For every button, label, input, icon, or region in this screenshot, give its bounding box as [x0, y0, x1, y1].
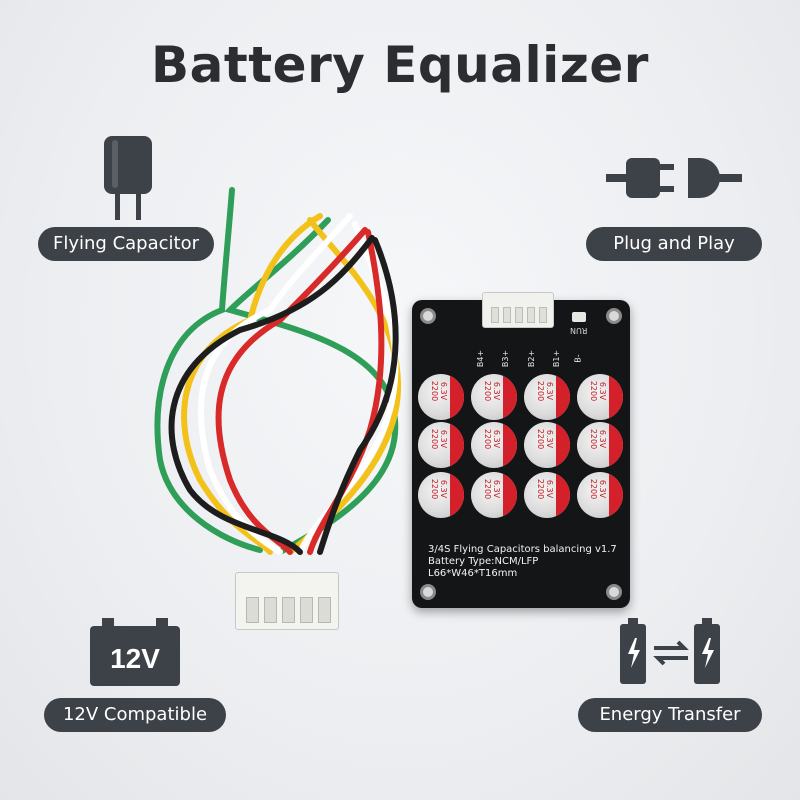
feature-plug-and-play: Plug and Play: [586, 227, 762, 261]
battery-12v-label: 12V: [110, 643, 160, 674]
board-text-line: Battery Type:NCM/LFP: [428, 556, 539, 567]
pin-label: B1+: [552, 349, 562, 368]
capacitor-icon: [104, 136, 152, 220]
mount-hole: [420, 584, 436, 600]
run-label: RUN: [570, 326, 588, 335]
pin-label: B3+: [501, 349, 511, 368]
pin-label: B2+: [526, 349, 536, 368]
mount-hole: [420, 308, 436, 324]
page-title: Battery Equalizer: [151, 36, 649, 94]
mount-hole: [606, 308, 622, 324]
wire-harness-image: [154, 187, 402, 555]
board-connector: [482, 292, 554, 328]
pin-label: B-: [573, 354, 583, 363]
mount-hole: [606, 584, 622, 600]
run-led: [572, 312, 586, 322]
board-silkscreen: 3/4S Flying Capacitors balancing v1.7 Ba…: [428, 544, 617, 580]
board-text-line: L66*W46*T16mm: [428, 568, 518, 579]
feature-flying-capacitor: Flying Capacitor: [38, 227, 214, 261]
wire-connector-plug: [235, 572, 339, 630]
pin-label: B4+: [476, 349, 486, 368]
plug-icon: [606, 158, 742, 198]
energy-transfer-icon: [620, 618, 720, 684]
battery-12v-icon: 12V: [90, 618, 180, 686]
board-text-line: 3/4S Flying Capacitors balancing v1.7: [428, 544, 617, 555]
pin-labels: B4+ B3+ B2+ B1+ B-: [472, 350, 583, 367]
feature-energy-transfer: Energy Transfer: [578, 698, 762, 732]
feature-12v-compatible: 12V Compatible: [44, 698, 226, 732]
